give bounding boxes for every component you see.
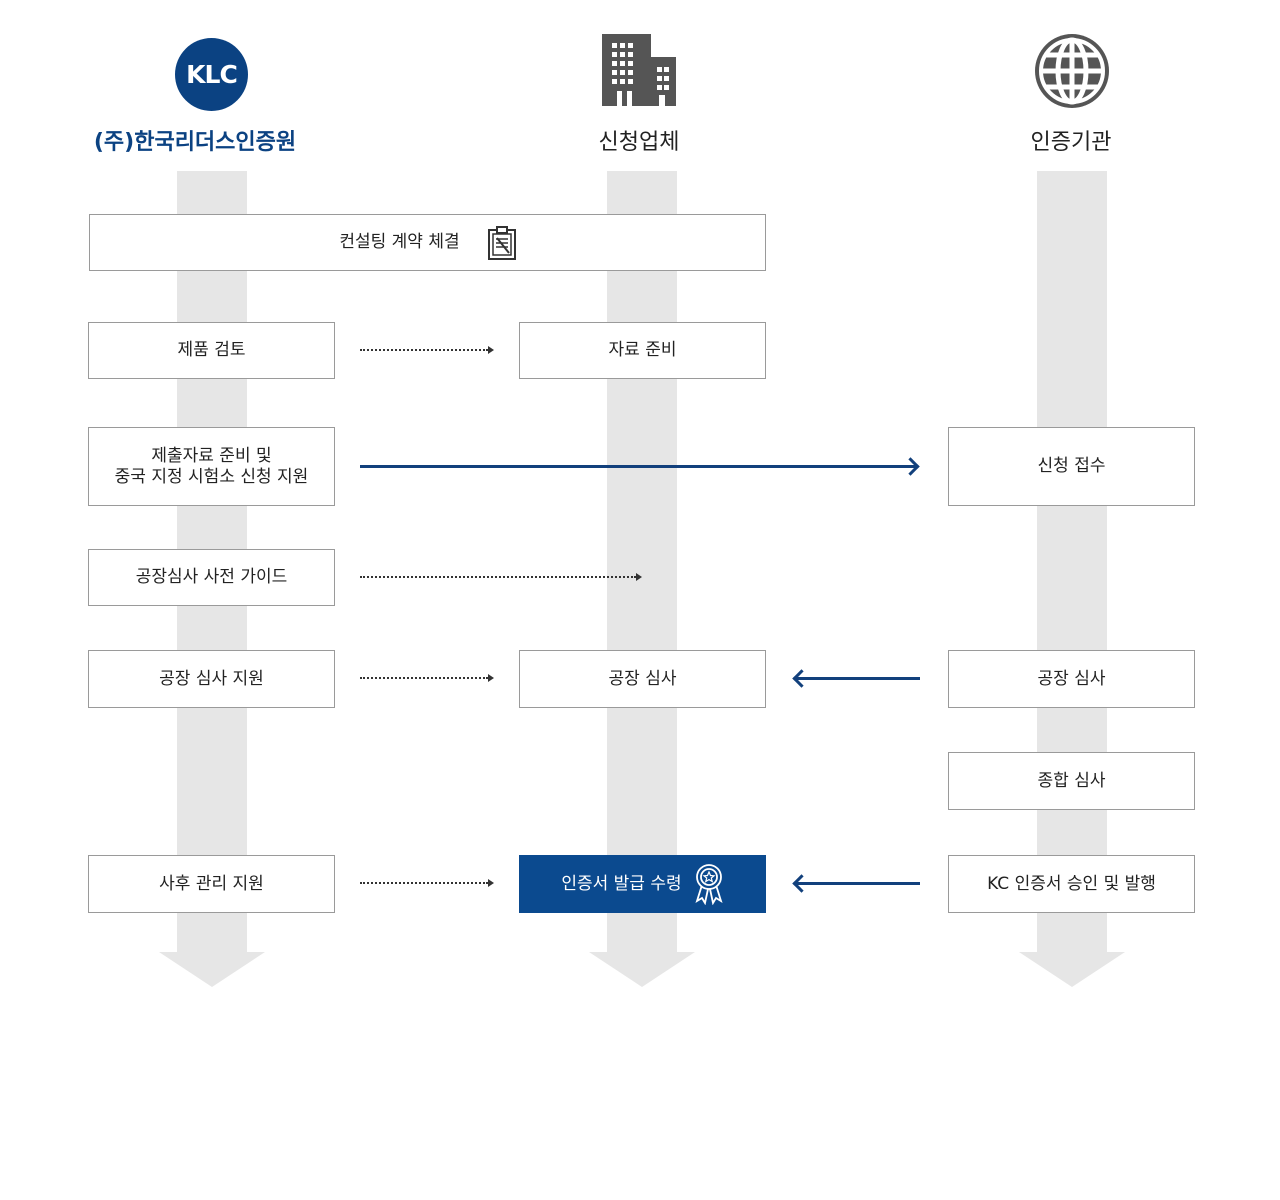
dotted-arrowhead xyxy=(636,573,642,581)
dotted-arrowhead xyxy=(488,674,494,682)
step-aftercare-support: 사후 관리 지원 xyxy=(88,855,335,913)
step-comprehensive-review: 종합 심사 xyxy=(948,752,1195,810)
dotted-arrow-line xyxy=(360,349,488,351)
step-audit-support: 공장 심사 지원 xyxy=(88,650,335,708)
step-certificate-receipt: 인증서 발급 수령 xyxy=(519,855,766,913)
globe-icon xyxy=(1035,34,1109,108)
solid-arrow-line xyxy=(796,677,920,680)
lane-agency xyxy=(1037,171,1107,953)
klc-logo: KLC xyxy=(175,38,248,111)
column-title-klc: (주)한국리더스인증원 xyxy=(93,130,297,155)
step-factory-audit-applicant-label: 공장 심사 xyxy=(608,668,677,689)
step-application-receipt-label: 신청 접수 xyxy=(1037,456,1106,476)
clipboard-icon xyxy=(487,225,516,260)
building-icon xyxy=(602,34,676,106)
lane-applicant-arrowhead xyxy=(589,952,695,987)
step-factory-audit-agency-label: 공장 심사 xyxy=(1037,668,1106,689)
step-submission-support-label: 제출자료 준비 및 중국 지정 시험소 신청 지원 xyxy=(114,445,309,487)
step-material-prep-label: 자료 준비 xyxy=(608,340,677,360)
step-application-receipt: 신청 접수 xyxy=(948,427,1195,506)
step-aftercare-support-label: 사후 관리 지원 xyxy=(159,873,264,894)
lane-agency-arrowhead xyxy=(1019,952,1125,987)
dotted-arrow-line xyxy=(360,677,488,679)
solid-arrowhead xyxy=(792,669,811,688)
step-audit-guide: 공장심사 사전 가이드 xyxy=(88,549,335,606)
column-title-agency: 인증기관 xyxy=(1030,130,1112,155)
step-certificate-receipt-label: 인증서 발급 수령 xyxy=(561,873,682,894)
step-product-review: 제품 검토 xyxy=(88,322,335,379)
dotted-arrow-line xyxy=(360,882,488,884)
column-title-applicant: 신청업체 xyxy=(598,130,680,155)
step-audit-support-label: 공장 심사 지원 xyxy=(159,668,264,689)
step-kc-issue-label: KC 인증서 승인 및 발행 xyxy=(987,873,1156,894)
step-kc-issue: KC 인증서 승인 및 발행 xyxy=(948,855,1195,913)
dotted-arrow-line xyxy=(360,576,636,578)
solid-arrowhead xyxy=(901,457,920,476)
step-factory-audit-applicant: 공장 심사 xyxy=(519,650,766,708)
step-product-review-label: 제품 검토 xyxy=(177,340,246,360)
solid-arrow-line xyxy=(796,882,920,885)
step-submission-support: 제출자료 준비 및 중국 지정 시험소 신청 지원 xyxy=(88,427,335,506)
solid-arrow-line xyxy=(360,465,916,468)
solid-arrowhead xyxy=(792,874,811,893)
step-contract-label: 컨설팅 계약 체결 xyxy=(339,232,460,252)
step-audit-guide-label: 공장심사 사전 가이드 xyxy=(135,567,288,587)
step-material-prep: 자료 준비 xyxy=(519,322,766,379)
step-contract: 컨설팅 계약 체결 xyxy=(89,214,766,271)
step-factory-audit-agency: 공장 심사 xyxy=(948,650,1195,708)
step-comprehensive-review-label: 종합 심사 xyxy=(1037,770,1106,791)
lane-klc-arrowhead xyxy=(159,952,265,987)
award-ribbon-icon xyxy=(695,864,723,905)
dotted-arrowhead xyxy=(488,346,494,354)
dotted-arrowhead xyxy=(488,879,494,887)
lane-applicant xyxy=(607,171,677,953)
